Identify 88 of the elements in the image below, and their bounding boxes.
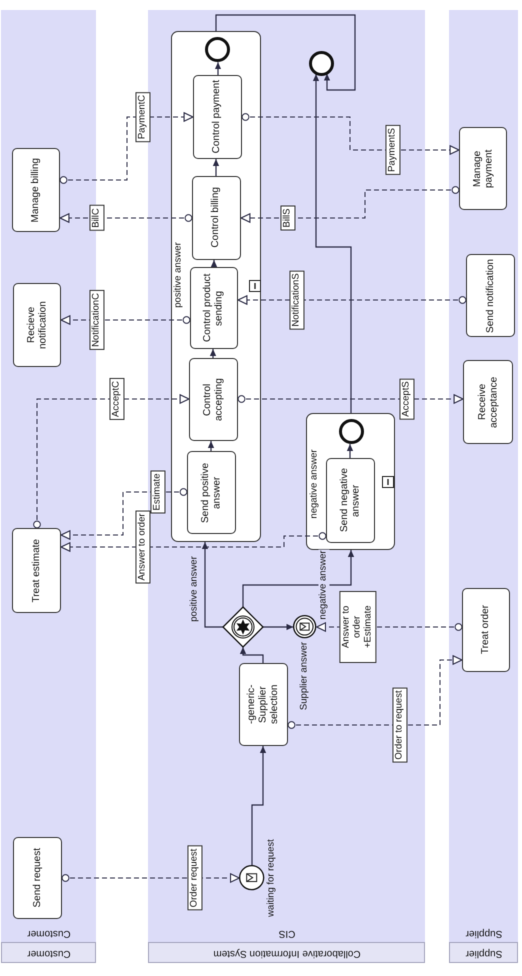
- message-flow-arrow: [60, 315, 190, 325]
- task-box: [466, 254, 515, 337]
- bold-ring-icon: [339, 419, 364, 444]
- task-box: [459, 127, 507, 210]
- event-label: waiting for request: [266, 839, 278, 917]
- task-box: [463, 360, 513, 444]
- task-box: [462, 588, 510, 672]
- message-flow-arrow: [288, 655, 462, 729]
- subprocess-label: negative answer: [309, 448, 320, 518]
- message-flow-arrow: [240, 186, 460, 223]
- task-label: Manage billing: [30, 158, 42, 222]
- subprocess-label: positive answer: [173, 242, 184, 308]
- message-flow-arrow: [62, 873, 240, 883]
- sequence-arrow: [210, 349, 216, 358]
- message-label: Answer to order +Estimate: [340, 591, 376, 663]
- sequence-arrow: [240, 647, 264, 663]
- lane-label: Customer: [26, 927, 70, 939]
- task-box: [192, 176, 240, 260]
- sequence-arrow: [208, 441, 214, 451]
- message-label: PaymentC: [136, 92, 150, 142]
- sequence-arrow: [263, 624, 294, 630]
- task-label: Treat estimate: [30, 538, 42, 602]
- sequence-arrow: [251, 746, 266, 866]
- message-flow-arrow: [238, 295, 466, 305]
- task-label: Send notification: [484, 258, 496, 332]
- message-label: BillS: [280, 206, 296, 230]
- message-label: Order to request: [392, 687, 408, 763]
- sequence-arrow: [214, 62, 222, 75]
- task-box: [192, 74, 242, 158]
- message-flow-arrow: [60, 488, 188, 540]
- message-flow-arrow: [60, 112, 194, 184]
- subprocess-box: [306, 413, 395, 550]
- task-label: Manage payment: [472, 148, 494, 190]
- subprocess-box: [171, 31, 261, 542]
- task-box: [12, 148, 60, 232]
- task-box: [326, 458, 374, 542]
- pool-label: Supplier: [465, 947, 502, 959]
- task-box: [188, 358, 238, 440]
- sequence-arrow: [202, 542, 223, 628]
- sequence-arrow: [242, 550, 354, 607]
- task-box: [190, 266, 238, 348]
- message-label: NotificationS: [290, 270, 304, 330]
- envelope-circle-icon: [239, 865, 265, 891]
- message-label: NotificationC: [90, 290, 104, 350]
- sequence-arrow: [346, 444, 354, 458]
- pool-label: Customer: [26, 947, 70, 959]
- lane-label: CIS: [278, 927, 295, 939]
- sequence-arrow: [215, 14, 356, 91]
- task-box: [12, 528, 61, 613]
- envelope-circle-icon: [293, 615, 317, 639]
- sequence-arrow: [210, 260, 218, 267]
- task-label: -generic-Supplier selection: [246, 684, 281, 726]
- sequence-arrow: [312, 74, 352, 413]
- bold-ring-icon: [205, 37, 230, 62]
- task-box: [13, 283, 61, 367]
- task-box: [13, 837, 62, 919]
- message-flow-arrow: [60, 532, 326, 552]
- task-label: Control billing: [210, 187, 222, 248]
- message-label: Estimate: [150, 470, 166, 514]
- task-label: Control payment: [211, 80, 223, 154]
- task-label: Send request: [32, 848, 44, 908]
- message-label: AcceptC: [110, 378, 124, 420]
- event-label: Supplier answer: [300, 642, 310, 710]
- task-label: Send negative answer: [338, 467, 362, 534]
- edge-label: positive answer: [190, 555, 200, 623]
- lane-label: Supplier: [465, 927, 502, 939]
- task-label: Control product sending: [202, 272, 225, 344]
- task-label: Treat order: [480, 605, 492, 655]
- message-label: AcceptS: [400, 378, 414, 420]
- pool-label: Collaborative Information System: [212, 947, 360, 959]
- task-label: Send positive answer: [200, 460, 222, 524]
- message-label: BillC: [90, 205, 104, 231]
- task-box: [186, 450, 236, 534]
- task-label: Recieve notification: [26, 300, 48, 351]
- task-label: Receive acceptance: [476, 375, 500, 430]
- edge-label: negative answer: [318, 549, 330, 621]
- task-box: [239, 663, 288, 746]
- task-label: Control accepting: [202, 376, 224, 422]
- message-flow-arrow: [33, 394, 190, 528]
- message-label: Answer to order: [136, 510, 150, 584]
- bold-ring-icon: [308, 50, 334, 76]
- gateway-diamond: [222, 606, 264, 648]
- message-flow-arrow: [60, 213, 192, 223]
- message-flow-arrow: [238, 394, 464, 404]
- message-label: PaymentS: [386, 125, 400, 175]
- sequence-arrow: [212, 159, 220, 176]
- message-flow-arrow: [242, 113, 460, 155]
- message-label: Order request: [188, 846, 202, 910]
